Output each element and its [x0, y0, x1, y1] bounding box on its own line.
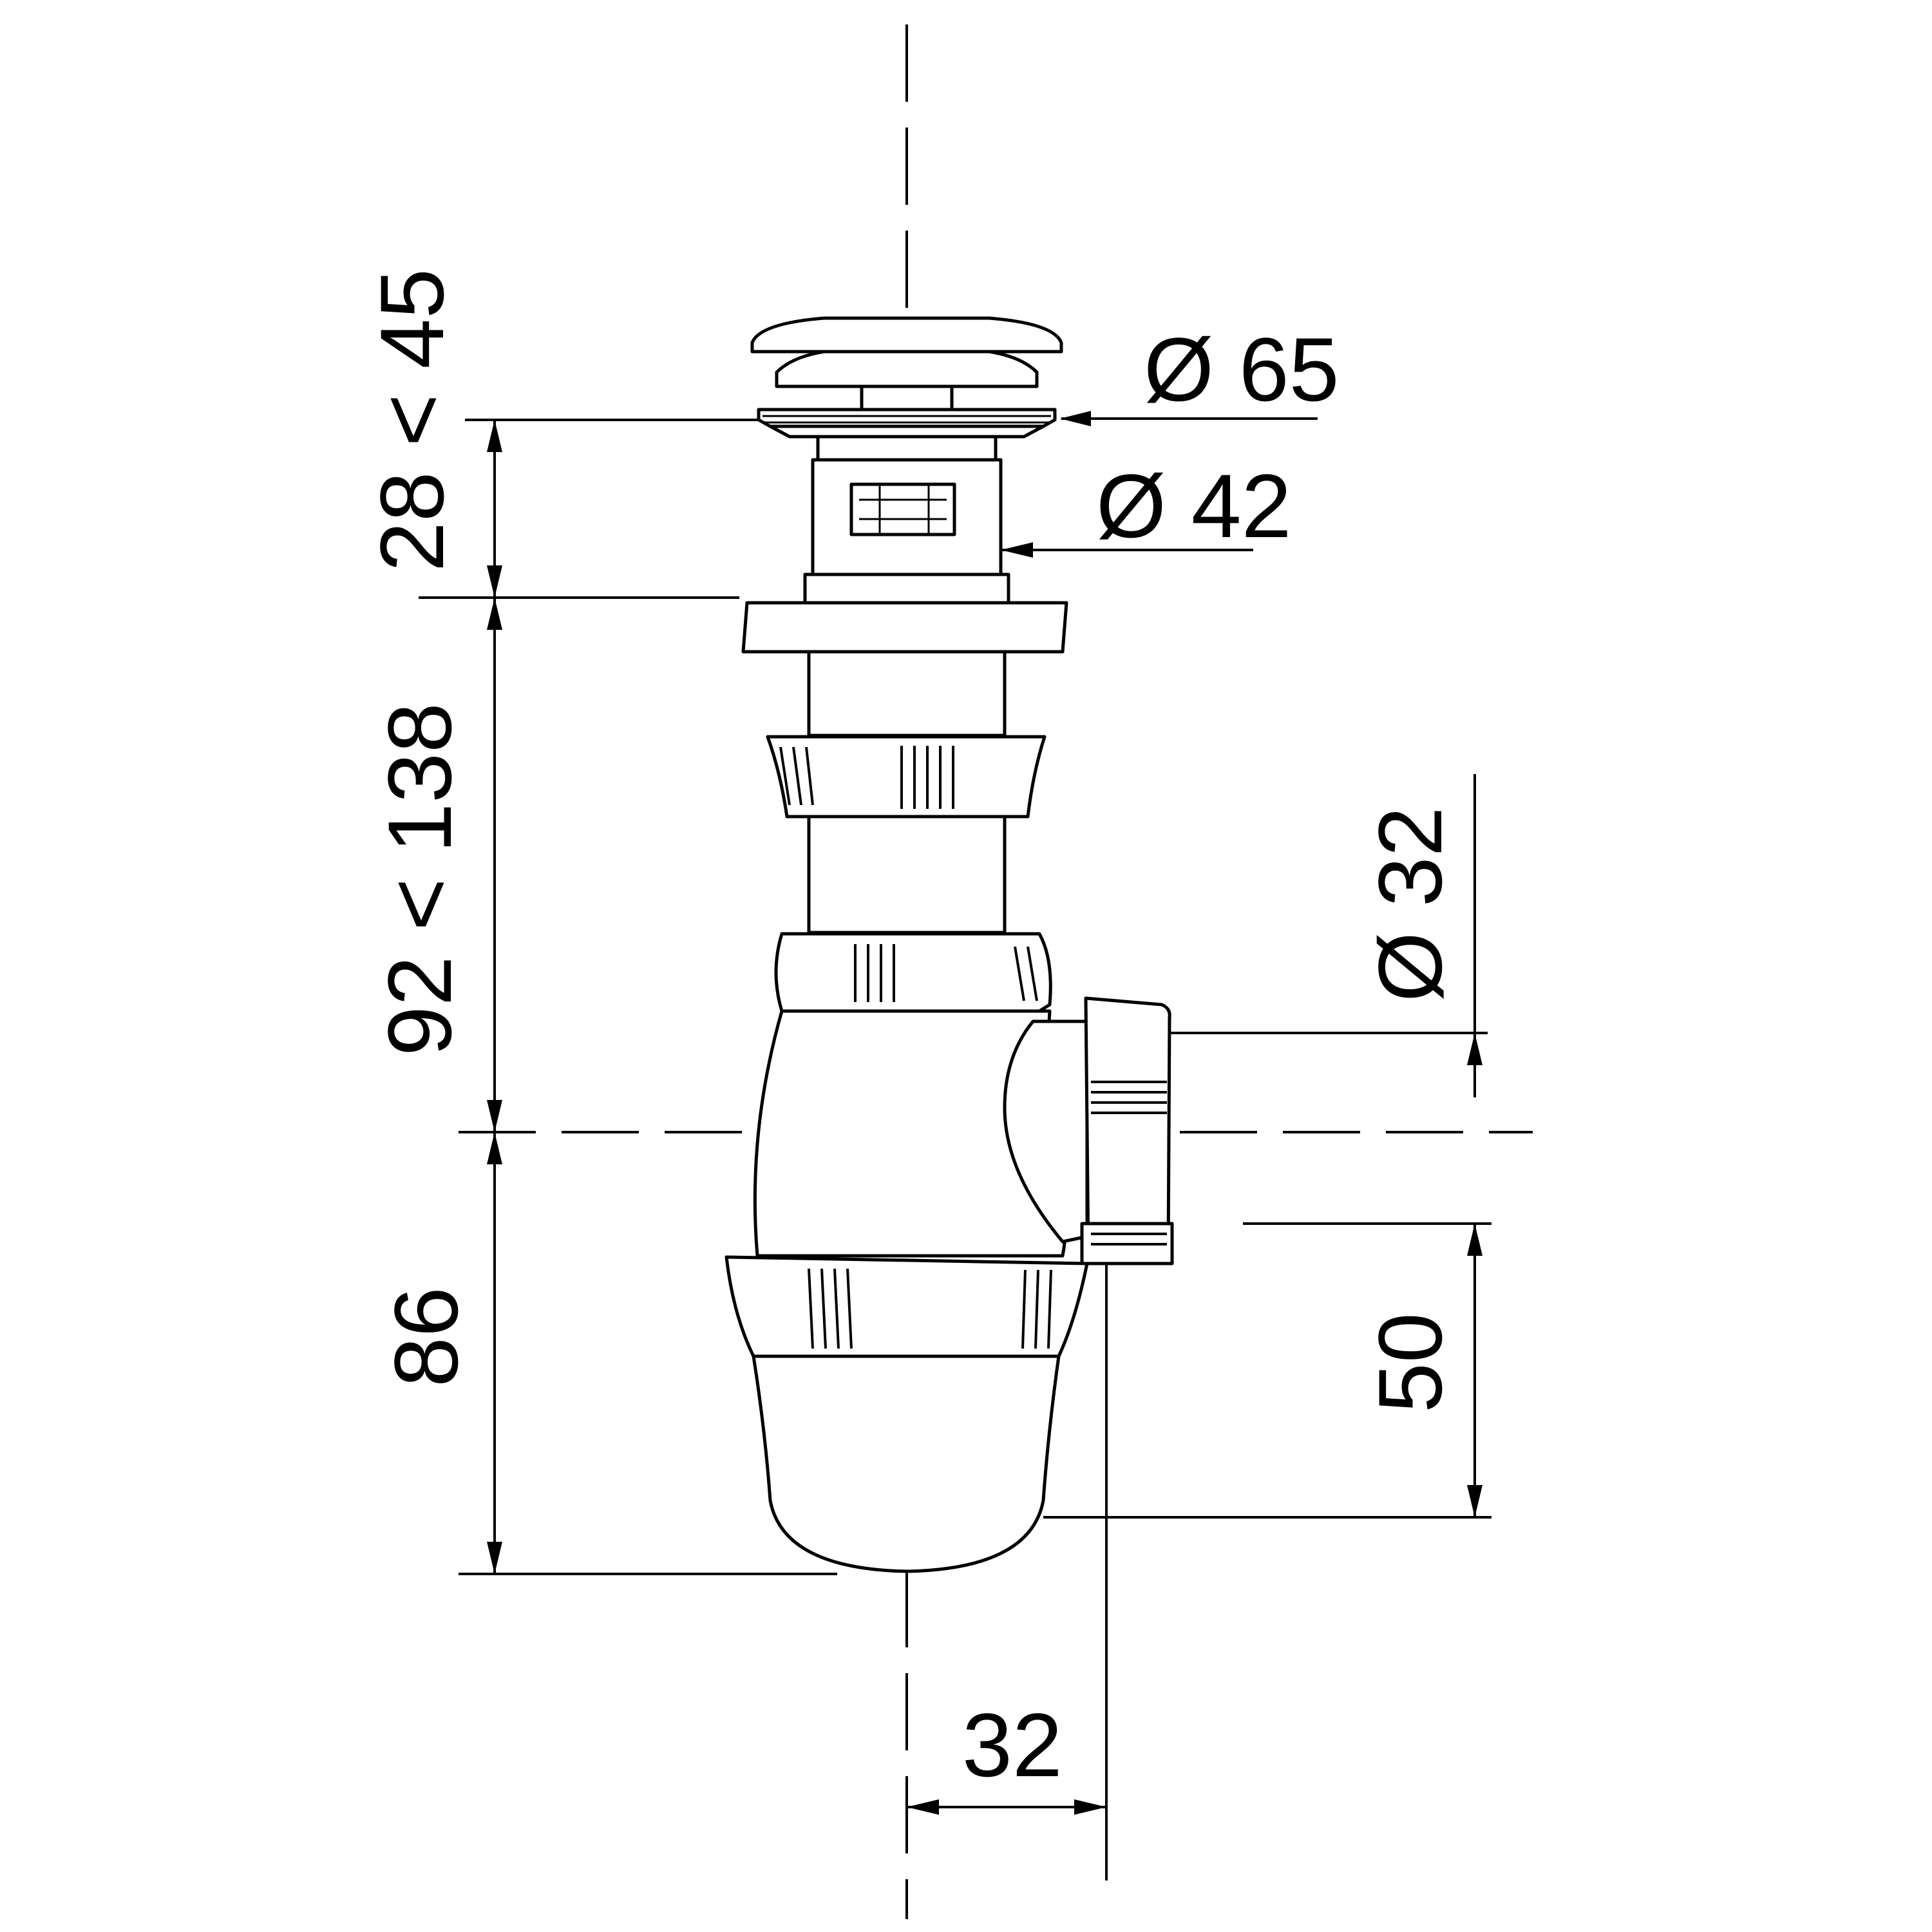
dim-trap-height: 86	[375, 1287, 477, 1387]
upper-nut	[766, 735, 1046, 819]
plug-flange	[757, 408, 1057, 428]
waste-body	[803, 435, 1010, 605]
upper-tube	[807, 650, 1007, 737]
dim-outlet-offset: 32	[962, 1694, 1063, 1795]
waste-window	[849, 482, 956, 536]
dim-body-diameter: Ø 42	[1096, 455, 1292, 556]
dim-tube-adjust: 92 < 138	[369, 703, 470, 1056]
lower-nut	[724, 1255, 1089, 1358]
plug-cap	[750, 316, 1063, 354]
pop-up-plug	[750, 316, 1063, 439]
outlet-nut	[1084, 996, 1171, 1258]
dim-cap-diameter: Ø 65	[1144, 319, 1340, 420]
dim-outlet-diameter: Ø 32	[1359, 806, 1461, 1002]
middle-tube	[807, 815, 1007, 934]
sink-washer	[741, 601, 1068, 654]
waste-neck	[816, 435, 998, 462]
dim-outlet-drop: 50	[1359, 1312, 1461, 1413]
outlet-elbow	[1003, 1019, 1089, 1244]
dimension-lines	[419, 411, 1492, 1880]
plug-dome	[775, 350, 1039, 388]
waste-nut	[803, 573, 1010, 605]
bottle-trap-body	[753, 996, 1174, 1265]
bottom-cup	[752, 1354, 1061, 1573]
dim-top-adjust: 28 < 45	[361, 269, 462, 572]
middle-nut	[774, 932, 1052, 1013]
plug-collar	[768, 424, 1045, 439]
